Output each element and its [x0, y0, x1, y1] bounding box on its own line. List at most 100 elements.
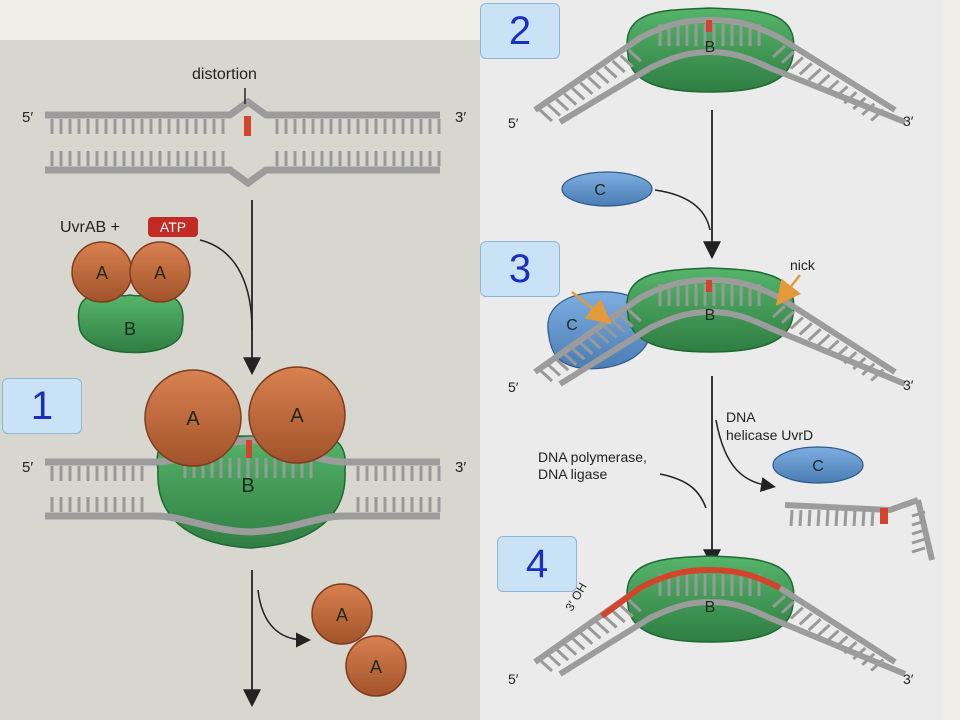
base-pair: [789, 56, 804, 70]
base-pair: [911, 546, 926, 554]
base-pair: [627, 309, 642, 323]
base-pair: [619, 604, 634, 618]
step-label-4: 4: [497, 536, 577, 592]
base-pair: [789, 316, 804, 330]
protein-b-label: B: [705, 307, 716, 324]
base-pair: [595, 620, 610, 635]
base-pair: [603, 65, 618, 79]
base-pair: [911, 537, 926, 545]
base-pair: [870, 509, 875, 527]
five-prime-label: 5′: [508, 115, 519, 131]
base-pair: [603, 615, 618, 629]
base-pair: [789, 509, 794, 527]
three-prime-label: 3′: [903, 377, 914, 393]
helicase-label-line2: helicase UvrD: [726, 427, 813, 443]
base-pair: [555, 648, 570, 662]
base-pair: [816, 623, 831, 638]
base-pair: [852, 509, 857, 527]
protein-c-label: C: [566, 317, 578, 334]
polymerase-label-line1: DNA polymerase,: [538, 449, 647, 465]
base-pair: [619, 54, 634, 68]
damage-lesion: [244, 116, 251, 136]
base-pair: [579, 631, 594, 645]
base-pair: [555, 358, 570, 372]
base-pair: [771, 594, 787, 609]
protein-a-label: A: [290, 405, 304, 427]
protein-b-label: B: [705, 39, 716, 56]
uvrab-label: UvrAB +: [60, 219, 120, 236]
helicase-label-line1: DNA: [726, 409, 756, 425]
protein-a-label: A: [370, 657, 382, 677]
protein-b-label: B: [124, 319, 136, 339]
base-pair: [816, 509, 821, 527]
base-pair: [595, 70, 610, 85]
dna-duplex-distorted: [45, 97, 441, 188]
protein-a-label: A: [154, 263, 166, 283]
dna-uvrab-bound: A A B: [45, 366, 441, 549]
atp-badge: [148, 217, 198, 237]
step-label-1: 1: [2, 378, 82, 434]
protein-c: [561, 171, 653, 207]
base-pair: [611, 609, 626, 624]
bent-dna-uvrb: B: [533, 7, 907, 125]
base-pair: [911, 510, 926, 518]
base-pair: [798, 62, 813, 76]
five-prime-label: 5′: [22, 459, 33, 476]
base-pair: [780, 310, 795, 324]
released-uvra: [345, 635, 407, 697]
base-pair: [547, 363, 562, 377]
excised-fragment: [784, 497, 935, 561]
base-pair: [587, 336, 602, 350]
protein-b-label: B: [241, 475, 254, 497]
bent-dna-uvrbc: C B: [533, 267, 907, 387]
protein-c-label: C: [812, 458, 824, 475]
base-pair: [825, 509, 830, 527]
base-pair: [571, 87, 586, 101]
base-pair: [798, 509, 803, 527]
base-pair: [563, 92, 578, 106]
new-dna-patch: [600, 566, 782, 619]
base-pair: [798, 322, 813, 336]
base-pair: [911, 519, 926, 527]
protein-a-label: A: [186, 408, 200, 430]
five-prime-label: 5′: [22, 109, 33, 126]
base-pair: [611, 319, 626, 334]
base-pair: [807, 618, 822, 632]
base-pair: [816, 73, 831, 88]
protein-a-label: A: [336, 605, 348, 625]
base-pair: [579, 341, 594, 355]
base-pair: [619, 314, 634, 328]
protein-b-label: B: [705, 599, 716, 616]
base-pair: [807, 68, 822, 82]
base-pair: [571, 347, 586, 361]
base-pair: [563, 642, 578, 656]
base-pair: [780, 50, 795, 64]
protein-a-label: A: [96, 263, 108, 283]
base-pair: [807, 328, 822, 342]
base-pair: [834, 509, 839, 527]
atp-label: ATP: [160, 219, 186, 235]
five-prime-label: 5′: [508, 379, 519, 395]
base-pair: [579, 81, 594, 95]
distortion-label: distortion: [192, 66, 257, 83]
base-pair: [587, 76, 602, 90]
base-pair: [538, 658, 554, 673]
base-pair: [798, 612, 813, 626]
three-prime-label: 3′: [455, 109, 466, 126]
uvrab-complex: A A B: [71, 241, 191, 354]
base-pair: [816, 333, 831, 348]
base-pair: [843, 509, 848, 527]
base-pair: [780, 600, 795, 614]
protein-c-label: C: [594, 182, 606, 199]
base-pair: [603, 325, 618, 339]
base-pair: [538, 108, 554, 123]
base-pair: [911, 528, 926, 536]
released-uvra: [311, 583, 373, 645]
base-pair: [611, 59, 626, 74]
base-pair: [563, 352, 578, 366]
three-prime-label: 3′: [455, 459, 466, 476]
base-pair: [789, 606, 804, 620]
base-pair: [595, 330, 610, 345]
